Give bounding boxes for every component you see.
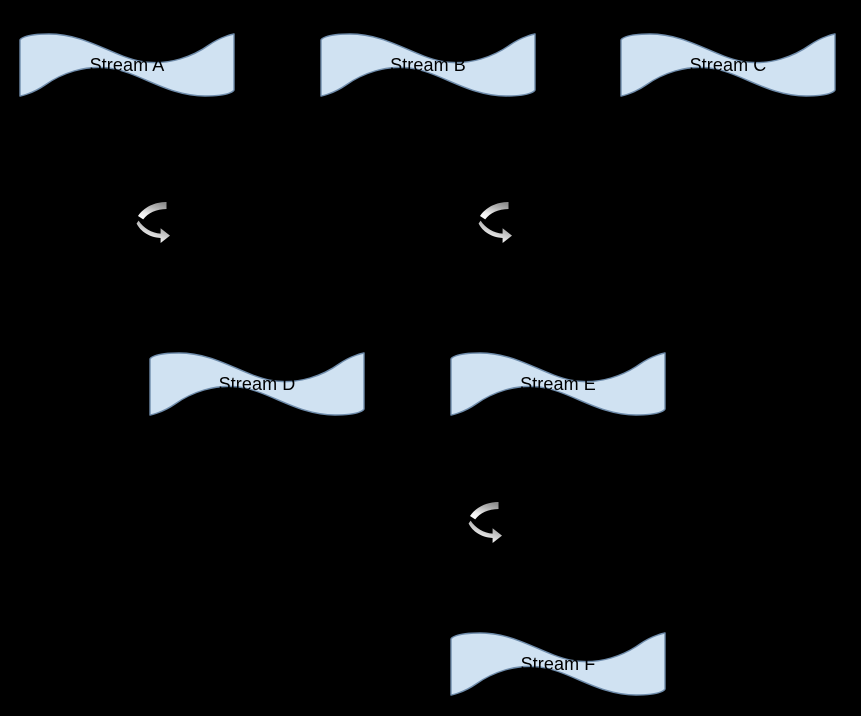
rotate-arrow-icon[interactable] <box>478 202 512 243</box>
stream-node-b[interactable] <box>320 33 536 97</box>
stream-shapes <box>19 33 836 696</box>
rotate-arrow-icon[interactable] <box>136 202 170 243</box>
stream-node-e[interactable] <box>450 352 666 416</box>
rotate-arrow-icon[interactable] <box>468 502 502 543</box>
stream-node-f[interactable] <box>450 632 666 696</box>
stream-node-a[interactable] <box>19 33 235 97</box>
stream-node-c[interactable] <box>620 33 836 97</box>
stream-node-d[interactable] <box>149 352 365 416</box>
